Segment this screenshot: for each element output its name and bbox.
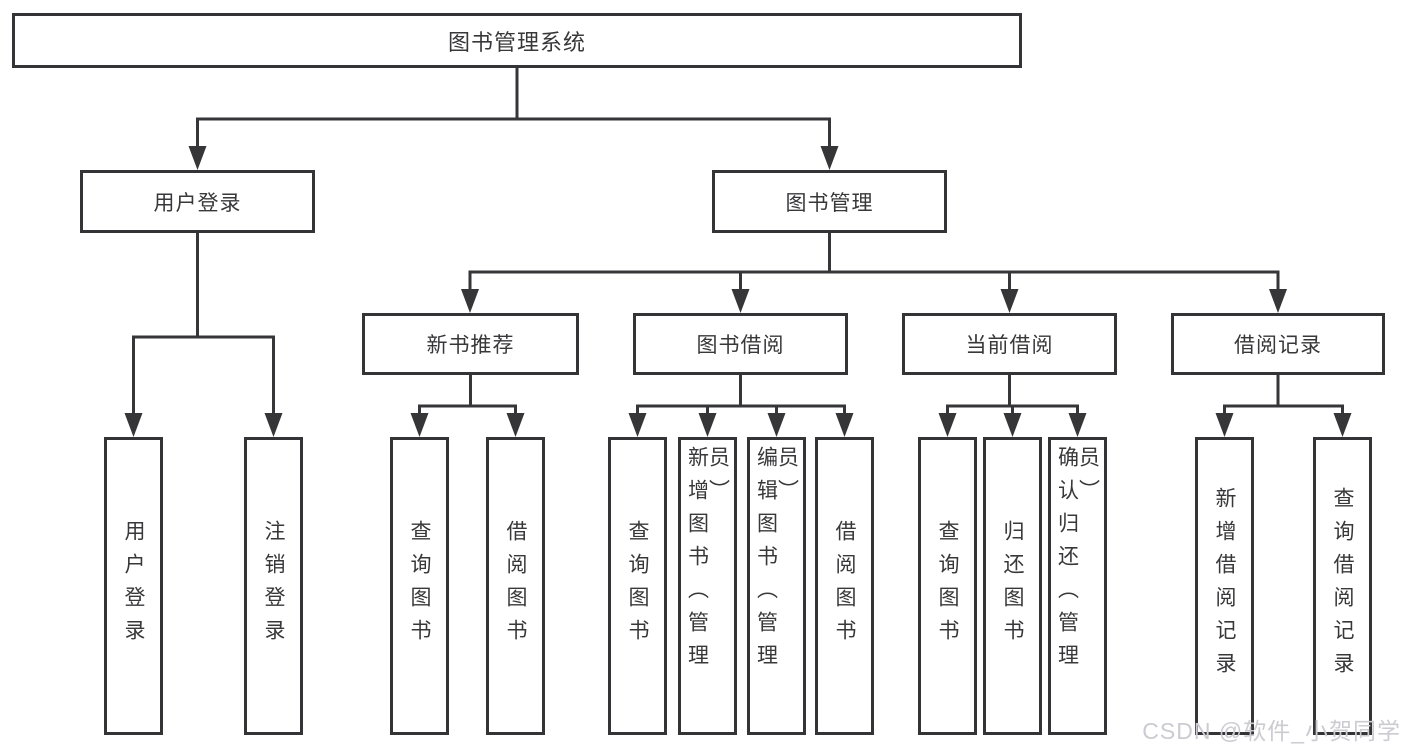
- connector-root-to-level2: [188, 68, 839, 170]
- leaf-current-confirm-return-admin: 确认归还（管理员）: [1048, 437, 1107, 735]
- leaf-user-login: 用户登录: [104, 437, 163, 735]
- leaf-borrow-query-books: 查询图书: [608, 437, 667, 735]
- leaf-borrow-borrow-books: 借阅图书: [815, 437, 874, 735]
- node-root-system: 图书管理系统: [12, 13, 1022, 68]
- node-book-borrow: 图书借阅: [633, 313, 848, 375]
- leaf-recommend-borrow-books: 借阅图书: [486, 437, 545, 735]
- leaf-borrow-edit-books-admin: 编辑图书（管理员）: [747, 437, 806, 735]
- connector-new-book-recommend-to-leaves: [410, 375, 525, 437]
- node-current-borrow: 当前借阅: [902, 313, 1117, 375]
- leaf-borrow-add-books-admin: 新增图书（管理员）: [678, 437, 737, 735]
- leaf-recommend-query-books: 查询图书: [390, 437, 449, 735]
- connector-book-management-to-level3: [461, 233, 1287, 313]
- csdn-watermark: CSDN @软件_小贺同学: [1142, 718, 1401, 744]
- node-borrow-records: 借阅记录: [1171, 313, 1385, 375]
- leaf-logout: 注销登录: [244, 437, 303, 735]
- leaf-current-return-books: 归还图书: [983, 437, 1042, 735]
- connector-current-borrow-to-leaves: [938, 375, 1087, 437]
- leaf-current-query-books: 查询图书: [918, 437, 977, 735]
- leaf-records-add-record: 新增借阅记录: [1195, 437, 1254, 735]
- node-new-book-recommend: 新书推荐: [362, 313, 579, 375]
- connector-borrow-records-to-leaves: [1215, 375, 1352, 437]
- connector-book-borrow-to-leaves: [628, 375, 854, 437]
- leaf-records-query-record: 查询借阅记录: [1313, 437, 1372, 735]
- connector-user-login-to-leaves: [124, 233, 283, 437]
- node-user-login: 用户登录: [80, 170, 315, 233]
- node-book-management: 图书管理: [712, 170, 947, 233]
